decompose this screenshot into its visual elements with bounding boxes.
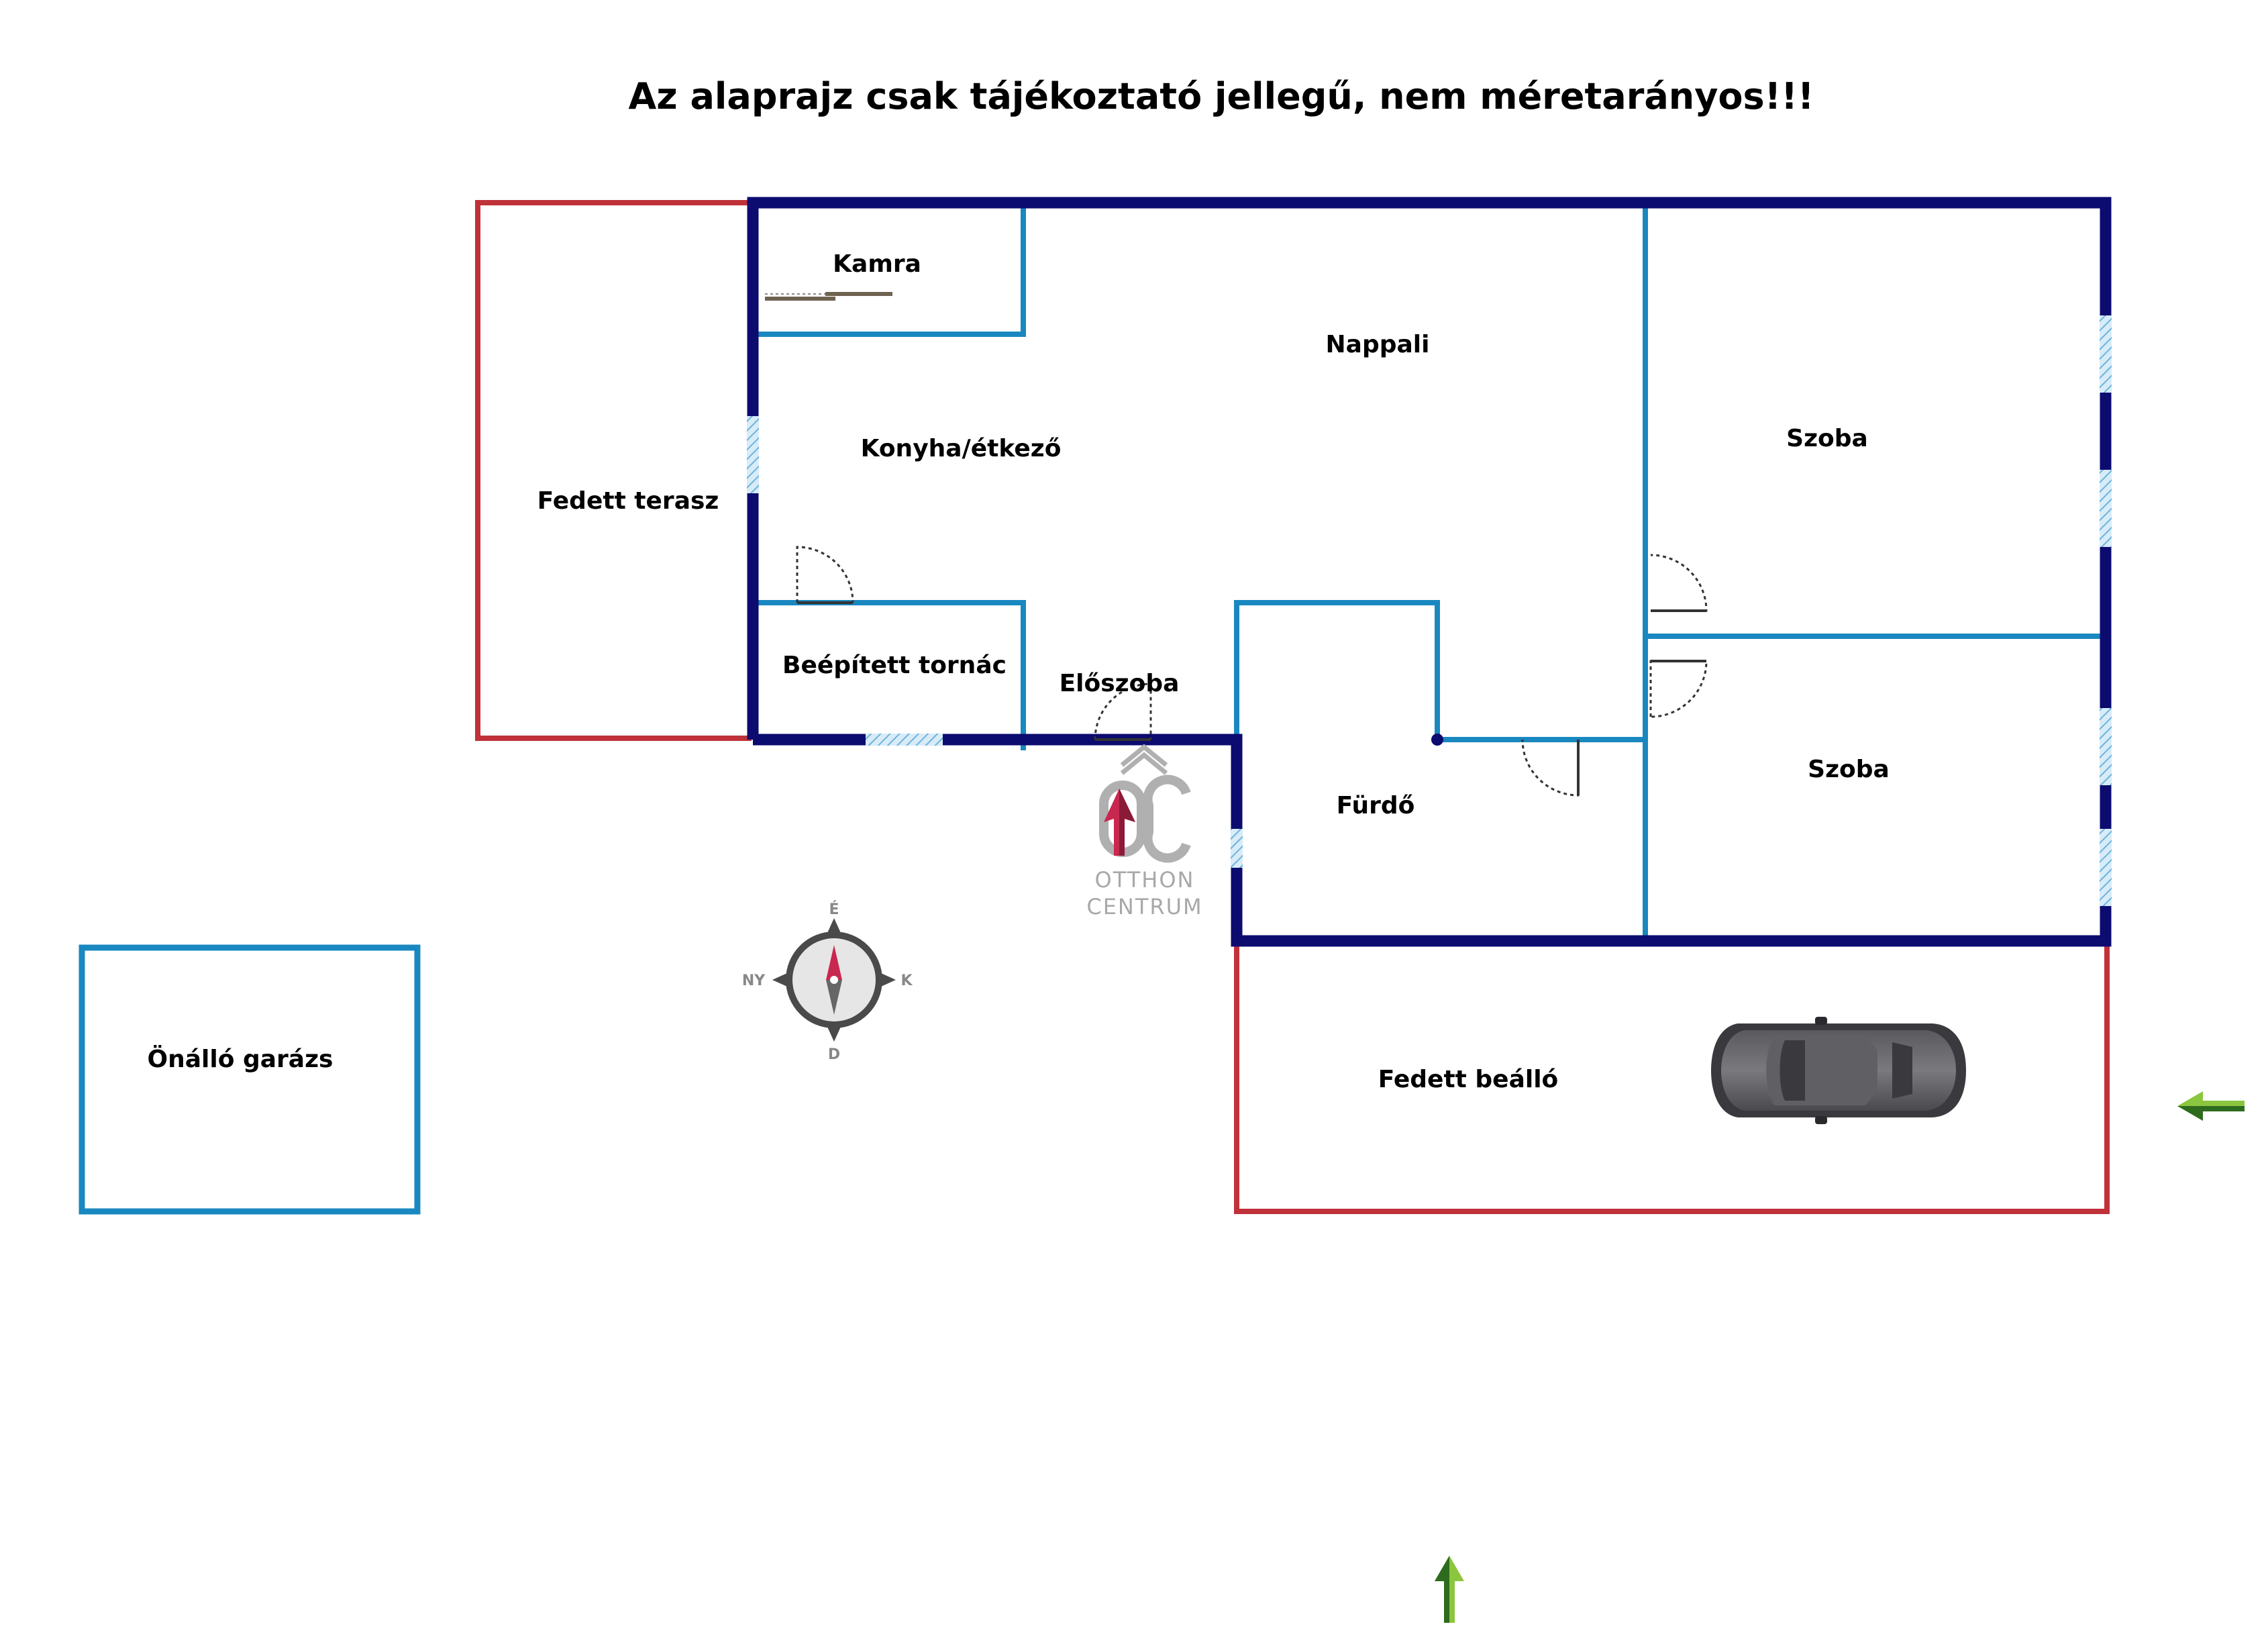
label-fedett-bealló: Fedett beálló (1378, 1066, 1559, 1093)
label-szoba-1: Szoba (1786, 425, 1868, 452)
windows (747, 315, 2112, 906)
otthon-centrum-logo: OTTHON CENTRUM (1086, 744, 1202, 919)
covered-terrace-outline (475, 200, 752, 741)
logo-line-1: OTTHON (1095, 867, 1195, 893)
label-furdo: Fürdő (1337, 792, 1415, 819)
label-kamra: Kamra (833, 250, 921, 278)
green-arrow-up-icon (1435, 1556, 1464, 1623)
label-onallo-garazs: Önálló garázs (148, 1045, 333, 1073)
exterior-walls (747, 197, 2112, 947)
label-fedett-terasz: Fedett terasz (537, 487, 719, 515)
kamra-sliding-door (765, 292, 892, 301)
label-nappali: Nappali (1326, 331, 1430, 358)
room-labels: Kamra Nappali Konyha/étkező Fedett teras… (148, 250, 1890, 1093)
compass-icon: É D K NY (742, 901, 913, 1063)
compass-west: NY (742, 972, 766, 989)
entry-arrow-icon (1104, 789, 1135, 856)
compass-north: É (829, 901, 839, 918)
green-arrow-left-icon (2177, 1091, 2245, 1121)
car-icon (1711, 1017, 1966, 1124)
label-szoba-2: Szoba (1808, 756, 1890, 783)
covered-carport-outline (1234, 941, 2110, 1214)
compass-east: K (900, 972, 913, 989)
compass-south: D (828, 1046, 840, 1063)
garage-outline (79, 944, 421, 1215)
label-beepitett-tornac: Beépített tornác (782, 652, 1007, 679)
label-konyha: Konyha/étkező (861, 435, 1062, 462)
label-eloszoba: Előszoba (1060, 670, 1180, 697)
door-leaves (797, 601, 1706, 795)
logo-line-2: CENTRUM (1086, 894, 1202, 919)
interior-walls (753, 207, 2104, 941)
doors (796, 546, 1708, 797)
plan-title: Az alaprajz csak tájékoztató jellegű, ne… (628, 75, 1814, 117)
